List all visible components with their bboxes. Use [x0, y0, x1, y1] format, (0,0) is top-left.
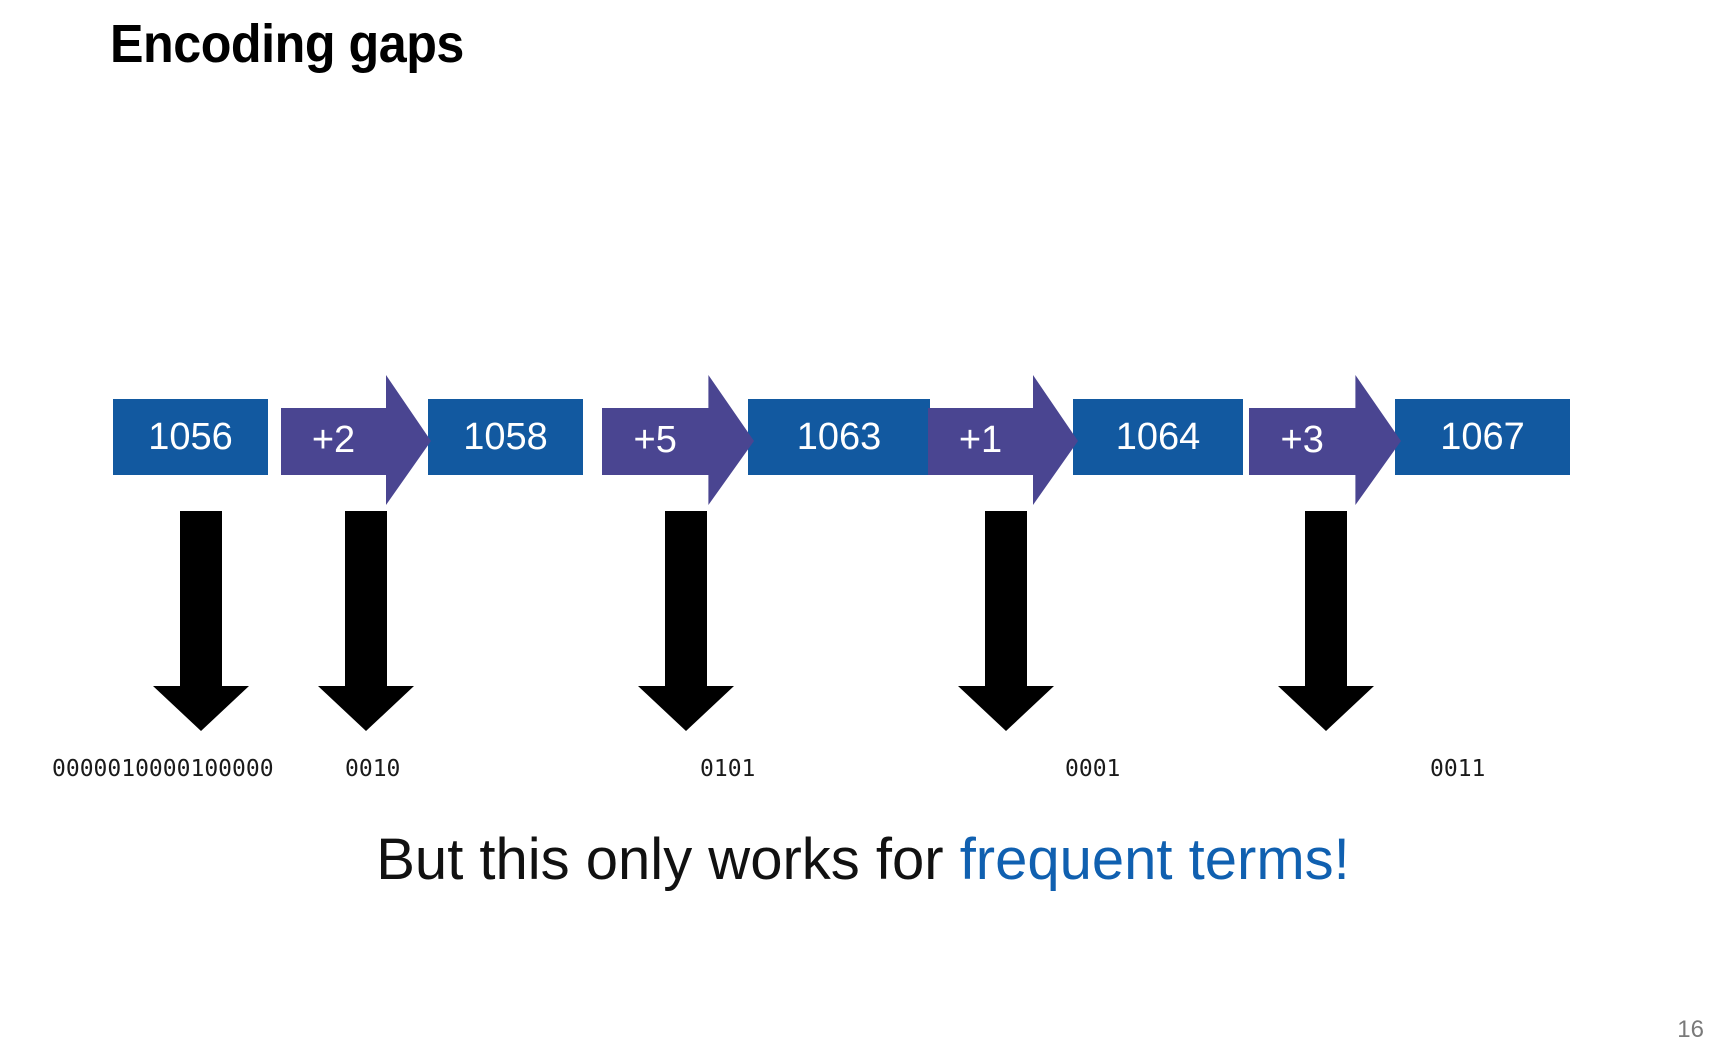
- docid-box: 1056: [113, 399, 268, 475]
- gap-value: +2: [311, 419, 356, 461]
- docid-value: 1067: [1440, 416, 1525, 458]
- encoding-label: 0101: [700, 756, 756, 782]
- down-arrow-icon: [318, 511, 414, 731]
- docid-box: 1067: [1395, 399, 1570, 475]
- caption-prefix: But this only works for: [376, 827, 960, 892]
- gap-arrow: +5: [602, 375, 754, 505]
- encoding-label: 0010: [345, 756, 401, 782]
- docid-box: 1058: [428, 399, 583, 475]
- right-arrow-icon: [281, 375, 431, 505]
- slide-caption: But this only works for frequent terms!: [0, 826, 1726, 893]
- gap-arrow: +1: [928, 375, 1078, 505]
- docid-box: 1064: [1073, 399, 1243, 475]
- down-arrow-icon: [1278, 511, 1374, 731]
- down-arrow-icon: [153, 511, 249, 731]
- right-arrow-icon: [1249, 375, 1401, 505]
- encoding-label: 0000010000100000: [52, 756, 274, 782]
- page-title: Encoding gaps: [110, 14, 464, 74]
- docid-box: 1063: [748, 399, 930, 475]
- docid-value: 1063: [796, 416, 882, 458]
- down-arrow-icon: [958, 511, 1054, 731]
- caption-highlight: frequent terms!: [959, 827, 1350, 892]
- right-arrow-icon: [602, 375, 754, 505]
- page-number: 16: [1677, 1016, 1704, 1043]
- down-arrow-icon: [638, 511, 734, 731]
- docid-value: 1056: [148, 416, 233, 458]
- docid-value: 1058: [463, 416, 548, 458]
- gap-value: +5: [633, 419, 677, 461]
- docid-value: 1064: [1115, 416, 1201, 458]
- gap-value: +3: [1280, 419, 1324, 461]
- right-arrow-icon: [928, 375, 1078, 505]
- encoding-label: 0011: [1430, 756, 1486, 782]
- gap-arrow: +2: [281, 375, 431, 505]
- gap-arrow: +3: [1249, 375, 1401, 505]
- gap-value: +1: [958, 419, 1003, 461]
- encoding-label: 0001: [1065, 756, 1121, 782]
